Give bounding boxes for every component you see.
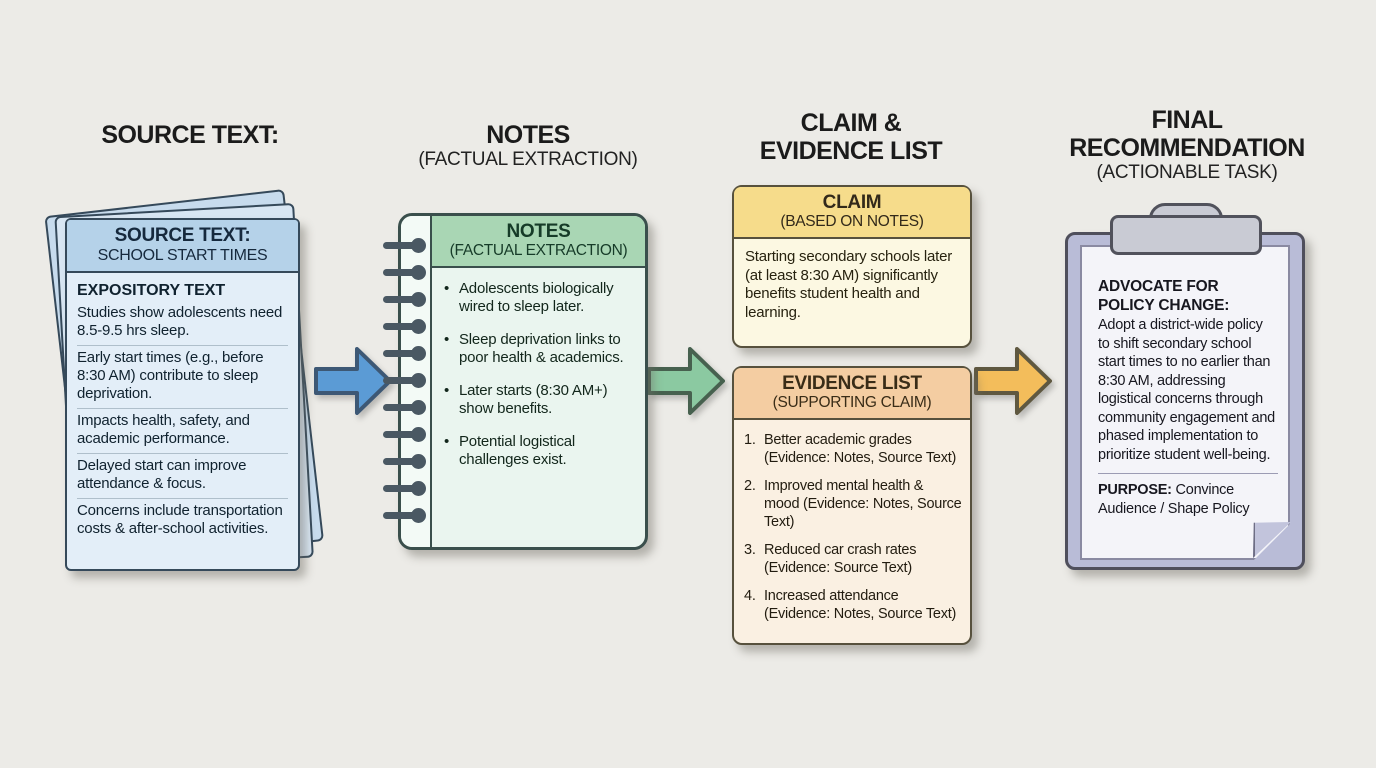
bullet-icon: • — [444, 280, 450, 297]
spiral-ring-icon — [383, 345, 426, 361]
arrow-claim-to-final-icon — [974, 347, 1052, 415]
notes-bullet: • Potential logistical challenges exist. — [444, 433, 635, 469]
claim-card-body: Starting secondary schools later (at lea… — [745, 248, 953, 321]
bullet-icon: • — [444, 331, 450, 348]
evidence-card-body: Better academic grades (Evidence: Notes,… — [734, 420, 970, 643]
evidence-card-header: EVIDENCE LIST (SUPPORTING CLAIM) — [734, 368, 970, 420]
source-text-card: SOURCE TEXT: SCHOOL START TIMES EXPOSITO… — [65, 218, 300, 571]
heading-claim-line1: CLAIM & — [800, 109, 902, 137]
notes-bullet-text: Sleep deprivation links to poor health &… — [459, 331, 624, 366]
notes-card-header: NOTES (FACTUAL EXTRACTION) — [432, 216, 645, 268]
spiral-ring-icon — [383, 264, 426, 280]
spiral-ring-icon — [383, 372, 426, 388]
spiral-ring-icon — [383, 318, 426, 334]
source-card-subtitle: SCHOOL START TIMES — [97, 247, 268, 264]
divider — [1098, 473, 1278, 474]
column-heading-notes: NOTES (FACTUAL EXTRACTION) — [378, 121, 678, 171]
column-heading-source: SOURCE TEXT: — [40, 121, 340, 149]
notes-bullet-text: Adolescents biologically wired to sleep … — [459, 280, 614, 315]
evidence-item: Reduced car crash rates (Evidence: Sourc… — [744, 541, 962, 577]
evidence-list-card: EVIDENCE LIST (SUPPORTING CLAIM) Better … — [732, 366, 972, 645]
spiral-ring-icon — [383, 426, 426, 442]
recommendation-heading: ADVOCATE FOR POLICY CHANGE: — [1098, 278, 1230, 314]
final-recommendation-panel: ADVOCATE FOR POLICY CHANGE: Adopt a dist… — [1063, 196, 1309, 581]
claim-card-title: CLAIM — [822, 192, 882, 213]
notes-bullet: • Later starts (8:30 AM+) show benefits. — [444, 382, 635, 418]
claim-card: CLAIM (BASED ON NOTES) Starting secondar… — [732, 185, 972, 348]
source-card-header: SOURCE TEXT: SCHOOL START TIMES — [67, 220, 298, 273]
notebook-content: NOTES (FACTUAL EXTRACTION) • Adolescents … — [432, 216, 645, 547]
evidence-item-text: Better academic grades (Evidence: Notes,… — [764, 432, 957, 466]
claim-card-header: CLAIM (BASED ON NOTES) — [734, 187, 970, 239]
source-section-label: EXPOSITORY TEXT — [77, 282, 226, 299]
source-card-title: SOURCE TEXT: — [114, 225, 251, 246]
notes-card-subtitle: (FACTUAL EXTRACTION) — [449, 242, 628, 259]
column-heading-final: FINAL RECOMMENDATION (ACTIONABLE TASK) — [1034, 106, 1340, 184]
source-row: Early start times (e.g., before 8:30 AM)… — [77, 345, 288, 408]
recommendation-text-block: ADVOCATE FOR POLICY CHANGE: Adopt a dist… — [1098, 277, 1278, 518]
evidence-item-text: Reduced car crash rates (Evidence: Sourc… — [764, 542, 917, 576]
spiral-ring-icon — [383, 237, 426, 253]
evidence-card-subtitle: (SUPPORTING CLAIM) — [772, 394, 932, 411]
evidence-item: Increased attendance (Evidence: Notes, S… — [744, 587, 962, 623]
notes-bullet: • Sleep deprivation links to poor health … — [444, 331, 635, 367]
heading-source-title: SOURCE TEXT: — [101, 121, 279, 149]
notes-bullet-text: Potential logistical challenges exist. — [459, 433, 576, 468]
recommendation-body: Adopt a district-wide policy to shift se… — [1098, 317, 1275, 463]
bullet-icon: • — [444, 433, 450, 450]
notes-card-title: NOTES — [506, 221, 571, 242]
source-row: Concerns include transportation costs & … — [77, 498, 288, 543]
source-row: Studies show adolescents need 8.5-9.5 hr… — [77, 304, 283, 339]
notes-bullet-text: Later starts (8:30 AM+) show benefits. — [459, 382, 608, 417]
claim-card-subtitle: (BASED ON NOTES) — [780, 213, 924, 230]
evidence-item: Better academic grades (Evidence: Notes,… — [744, 431, 962, 467]
arrow-notes-to-claim-icon — [647, 347, 725, 415]
clipboard-clip-bar-icon — [1110, 215, 1262, 255]
purpose-label: PURPOSE: — [1098, 482, 1172, 498]
spiral-ring-icon — [383, 480, 426, 496]
heading-final-subtitle: (ACTIONABLE TASK) — [1096, 162, 1278, 183]
notes-card-body: • Adolescents biologically wired to sleep… — [432, 268, 645, 494]
source-row: Delayed start can improve attendance & f… — [77, 453, 288, 498]
heading-final-line1: FINAL — [1151, 106, 1223, 134]
spiral-ring-icon — [383, 291, 426, 307]
spiral-ring-icon — [383, 399, 426, 415]
spiral-ring-icon — [383, 507, 426, 523]
heading-claim-line2: EVIDENCE LIST — [759, 137, 943, 165]
notes-notebook-card: NOTES (FACTUAL EXTRACTION) • Adolescents … — [383, 213, 648, 550]
heading-notes-title: NOTES — [486, 121, 570, 149]
evidence-item-text: Increased attendance (Evidence: Notes, S… — [764, 588, 957, 622]
column-heading-claim: CLAIM & EVIDENCE LIST — [706, 109, 996, 165]
spiral-ring-icon — [383, 453, 426, 469]
source-card-body: EXPOSITORY TEXT Studies show adolescents… — [67, 273, 298, 547]
heading-notes-subtitle: (FACTUAL EXTRACTION) — [418, 149, 638, 170]
evidence-item: Improved mental health & mood (Evidence:… — [744, 477, 962, 531]
evidence-item-text: Improved mental health & mood (Evidence:… — [764, 478, 962, 530]
heading-final-line2: RECOMMENDATION — [1069, 134, 1305, 162]
evidence-card-title: EVIDENCE LIST — [782, 373, 922, 394]
arrow-source-to-notes-icon — [314, 347, 392, 415]
source-document-panel: SOURCE TEXT: SCHOOL START TIMES EXPOSITO… — [44, 178, 332, 586]
source-row: Impacts health, safety, and academic per… — [77, 408, 288, 453]
purpose-text: Convince Audience / Shape Policy — [1098, 482, 1250, 517]
clipboard-paper: ADVOCATE FOR POLICY CHANGE: Adopt a dist… — [1080, 245, 1290, 560]
notes-bullet: • Adolescents biologically wired to sleep… — [444, 280, 635, 316]
purpose-line: PURPOSE: Convince Audience / Shape Polic… — [1098, 481, 1278, 518]
bullet-icon: • — [444, 382, 450, 399]
